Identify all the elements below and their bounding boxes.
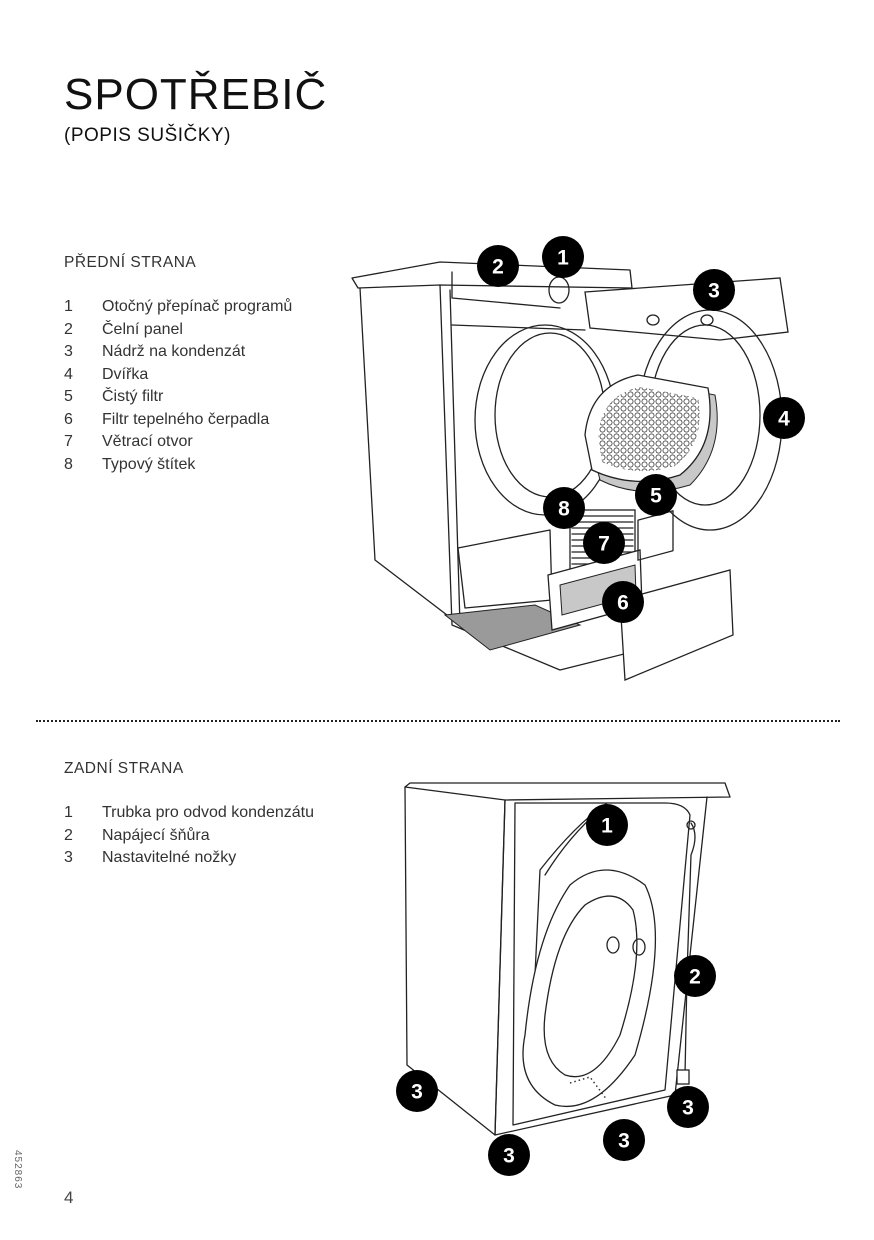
program-knob-icon (548, 276, 570, 304)
item-number: 1 (64, 804, 73, 821)
panel-line (451, 324, 586, 331)
item-number: 3 (64, 849, 73, 866)
callout-number: 7 (598, 533, 610, 556)
back-parts-list: 1 Trubka pro odvod kondenzátu 2 Napájecí š… (64, 802, 314, 870)
callout-number: 1 (601, 815, 613, 838)
plinth-opening (457, 529, 553, 609)
body-back (494, 796, 708, 1136)
front-callout-2: 2 (477, 245, 519, 287)
item-label: Čistý filtr (102, 388, 164, 405)
list-item: 2 Napájecí šňůra (64, 825, 314, 848)
list-item: 1 Otočný přepínač programů (64, 296, 292, 319)
list-item: 3 Nastavitelné nožky (64, 847, 314, 870)
front-callout-7: 7 (583, 522, 625, 564)
item-label: Trubka pro odvod kondenzátu (102, 804, 314, 821)
filter-mesh (598, 387, 700, 472)
control-panel (451, 271, 561, 309)
callout-number: 8 (558, 498, 570, 521)
callout-number: 2 (492, 256, 504, 279)
list-item: 3 Nádrž na kondenzát (64, 341, 292, 364)
list-item: 6 Filtr tepelného čerpadla (64, 409, 292, 432)
list-item: 8 Typový štítek (64, 454, 292, 477)
callout-number: 6 (617, 592, 629, 615)
item-label: Nastavitelné nožky (102, 849, 237, 866)
section-divider (36, 720, 840, 722)
page-title: SPOTŘEBIČ (64, 70, 328, 119)
item-number: 6 (64, 410, 73, 428)
condensate-tank (584, 277, 789, 341)
back-callout-3d: 3 (667, 1086, 709, 1128)
item-label: Čelní panel (102, 320, 183, 338)
item-label: Větrací otvor (102, 433, 193, 450)
cover-latch (637, 510, 674, 561)
front-callout-8: 8 (543, 487, 585, 529)
item-label: Nádrž na kondenzát (102, 343, 246, 360)
item-number: 7 (64, 433, 73, 450)
page-subtitle: (POPIS SUŠIČKY) (64, 125, 231, 146)
front-callout-3: 3 (693, 269, 735, 311)
front-dryer-illustration (351, 261, 789, 681)
front-callout-6: 6 (602, 581, 644, 623)
list-item: 4 Dvířka (64, 364, 292, 387)
list-item: 2 Čelní panel (64, 319, 292, 342)
back-section-heading: ZADNÍ STRANA (64, 760, 184, 777)
page-number: 4 (64, 1188, 74, 1207)
top-panel (404, 782, 731, 801)
callout-number: 3 (411, 1081, 423, 1104)
base-plate (443, 604, 582, 651)
front-callout-1: 1 (542, 236, 584, 278)
back-panel (512, 802, 691, 1126)
list-item: 1 Trubka pro odvod kondenzátu (64, 802, 314, 825)
callout-number: 3 (682, 1097, 694, 1120)
front-parts-list: 1 Otočný přepínač programů 2 Čelní panel 3… (64, 296, 292, 476)
list-item: 7 Větrací otvor (64, 431, 292, 454)
callout-number: 1 (557, 247, 569, 270)
callout-number: 5 (650, 485, 662, 508)
body-side (359, 287, 461, 626)
front-section-heading: PŘEDNÍ STRANA (64, 254, 197, 271)
item-number: 4 (64, 365, 73, 383)
front-callout-4: 4 (763, 397, 805, 439)
back-callout-3a: 3 (396, 1070, 438, 1112)
item-label: Napájecí šňůra (102, 826, 210, 844)
item-number: 2 (64, 320, 73, 338)
item-label: Typový štítek (102, 455, 196, 473)
back-callout-3b: 3 (488, 1134, 530, 1176)
item-label: Otočný přepínač programů (102, 298, 293, 315)
back-dryer-illustration (404, 782, 731, 1136)
item-label: Dvířka (102, 365, 149, 383)
item-label: Filtr tepelného čerpadla (102, 410, 270, 428)
front-callout-5: 5 (635, 474, 677, 516)
item-number: 8 (64, 455, 73, 473)
callout-number: 4 (778, 408, 790, 431)
back-callout-1: 1 (586, 804, 628, 846)
heat-pump-inner (543, 895, 638, 1078)
callout-number: 3 (503, 1145, 515, 1168)
callout-number: 3 (708, 280, 720, 303)
tank-hole (646, 314, 660, 326)
drum-inner (494, 332, 606, 498)
callout-number: 3 (618, 1130, 630, 1153)
port (606, 936, 620, 954)
cord-clip (686, 820, 696, 830)
back-callout-3c: 3 (603, 1119, 645, 1161)
list-item: 5 Čistý filtr (64, 386, 292, 409)
port (632, 938, 646, 956)
body-front (439, 284, 641, 671)
plug (676, 1069, 690, 1085)
document-code: 452863 (12, 1150, 23, 1190)
item-number: 1 (64, 298, 73, 315)
power-cord (684, 822, 696, 1076)
item-number: 3 (64, 343, 73, 360)
callout-number: 2 (689, 966, 701, 989)
item-number: 5 (64, 388, 73, 405)
filter-cover (619, 569, 734, 681)
item-number: 2 (64, 826, 73, 844)
back-callout-2: 2 (674, 955, 716, 997)
